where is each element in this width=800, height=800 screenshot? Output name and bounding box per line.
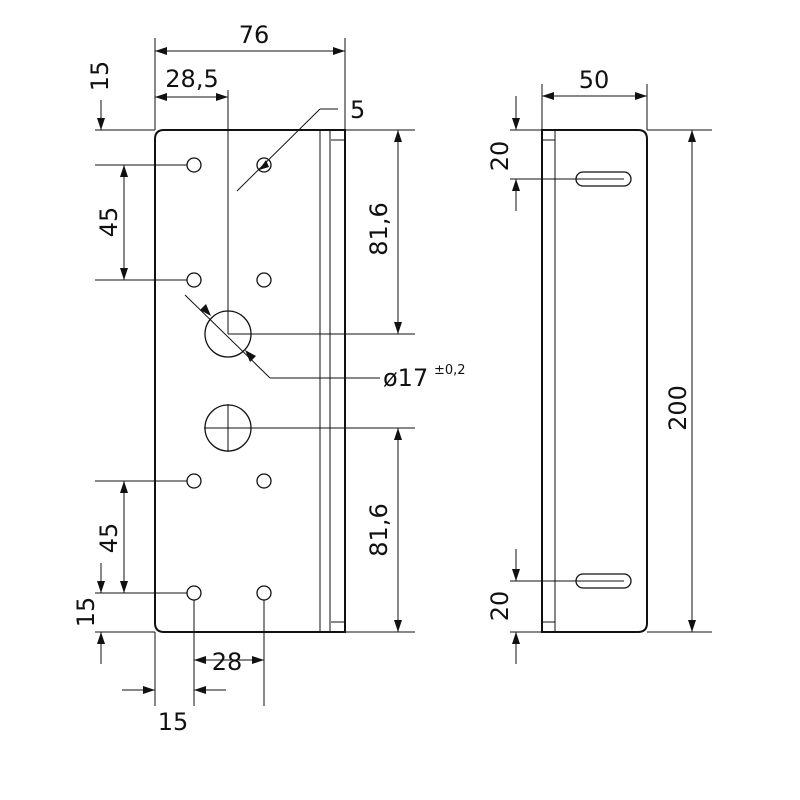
dim-small-hole: 5 bbox=[350, 96, 365, 124]
mounting-hole bbox=[256, 585, 272, 601]
dim-depth: 50 bbox=[579, 66, 610, 94]
arrowhead bbox=[155, 93, 167, 101]
dim-hole-offset-x: 28,5 bbox=[165, 65, 218, 93]
dim-hole-spacing-top: 45 bbox=[95, 207, 123, 238]
dim-bore-diameter: ø17 bbox=[383, 364, 428, 392]
dim-bore-tolerance: ±0,2 bbox=[434, 363, 466, 378]
arrowhead bbox=[120, 165, 128, 177]
dim-hole-spacing-bottom: 45 bbox=[95, 523, 123, 554]
arrowhead bbox=[97, 118, 105, 130]
arrowhead bbox=[194, 656, 206, 664]
mounting-hole bbox=[186, 473, 202, 489]
arrowhead bbox=[194, 686, 206, 694]
leader-line bbox=[184, 294, 271, 379]
arrowhead bbox=[259, 160, 269, 170]
arrowhead bbox=[512, 632, 520, 644]
dim-width-total: 76 bbox=[239, 21, 270, 49]
mounting-hole bbox=[186, 157, 202, 173]
arrowhead bbox=[97, 632, 105, 644]
arrowhead bbox=[216, 93, 228, 101]
side-view: 50 20 200 20 bbox=[486, 66, 712, 664]
arrowhead bbox=[512, 179, 520, 191]
mounting-hole bbox=[256, 272, 272, 288]
arrowhead bbox=[512, 118, 520, 130]
arrowhead bbox=[155, 47, 167, 55]
dim-top-margin: 15 bbox=[86, 61, 114, 92]
arrowhead bbox=[394, 428, 402, 440]
dim-slot-bottom-offset: 20 bbox=[486, 591, 514, 622]
dim-hole-pitch-x: 28 bbox=[212, 648, 243, 676]
dim-left-margin: 15 bbox=[158, 708, 189, 736]
arrowhead bbox=[394, 130, 402, 142]
mounting-hole bbox=[186, 585, 202, 601]
arrowhead bbox=[143, 686, 155, 694]
dim-bottom-margin: 15 bbox=[72, 597, 100, 628]
arrowhead bbox=[245, 350, 256, 362]
mounting-hole bbox=[186, 272, 202, 288]
dim-center-distance-bottom: 81,6 bbox=[365, 503, 393, 556]
arrowhead bbox=[542, 92, 554, 100]
arrowhead bbox=[200, 304, 211, 316]
side-plate-outline bbox=[541, 129, 648, 633]
arrowhead bbox=[120, 581, 128, 593]
arrowhead bbox=[120, 481, 128, 493]
arrowhead bbox=[252, 656, 264, 664]
arrowhead bbox=[333, 47, 345, 55]
front-plate-outline bbox=[154, 129, 346, 633]
arrowhead bbox=[97, 581, 105, 593]
mounting-hole bbox=[256, 473, 272, 489]
arrowhead bbox=[688, 620, 696, 632]
dim-height: 200 bbox=[664, 385, 692, 431]
front-view: 76 28,5 15 5 45 81,6 bbox=[72, 21, 466, 736]
dim-center-distance-top: 81,6 bbox=[365, 202, 393, 255]
arrowhead bbox=[635, 92, 647, 100]
arrowhead bbox=[394, 620, 402, 632]
arrowhead bbox=[512, 569, 520, 581]
dim-slot-top-offset: 20 bbox=[486, 141, 514, 172]
arrowhead bbox=[394, 322, 402, 334]
leader-line bbox=[236, 108, 321, 192]
arrowhead bbox=[688, 130, 696, 142]
arrowhead bbox=[120, 268, 128, 280]
